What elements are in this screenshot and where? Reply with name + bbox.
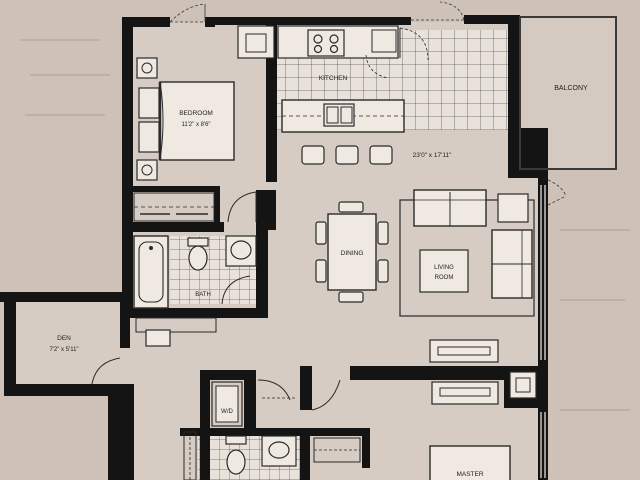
master-nightstand	[509, 371, 537, 399]
media-console	[429, 339, 499, 363]
bathroom	[133, 235, 257, 347]
bar-stool	[369, 145, 393, 165]
bedroom	[133, 57, 235, 222]
master-bed	[429, 445, 511, 480]
master-dresser	[431, 381, 499, 405]
bar-stool	[301, 145, 325, 165]
ensuite-bath	[183, 431, 361, 480]
bedroom-label: BEDROOM	[179, 110, 213, 117]
bedroom-top-door	[169, 3, 206, 23]
toilet	[187, 237, 209, 247]
kitchen-entry-door	[411, 1, 465, 21]
coffee-table	[419, 249, 469, 293]
bedroom-door	[227, 191, 257, 223]
kitchen-sink	[323, 103, 355, 127]
kitchen	[237, 25, 429, 165]
balcony-label: BALCONY	[554, 85, 588, 92]
laundry-closet	[211, 379, 341, 427]
nightstand	[136, 57, 158, 79]
side-table	[497, 193, 529, 223]
right-window	[540, 185, 546, 478]
walls	[0, 15, 548, 480]
balcony-door	[547, 179, 567, 206]
living-label-line2: ROOM	[435, 275, 454, 281]
living-label-line1: LIVING	[434, 265, 454, 271]
wd-label: W/D	[221, 409, 233, 415]
kitchen-label: KITCHEN	[319, 75, 348, 82]
kitchen-tile-floor-upper	[400, 30, 510, 60]
great-room-dims: 23'0" x 17'11"	[413, 152, 452, 159]
living-set	[399, 189, 537, 405]
nightstand	[136, 159, 158, 181]
den-door	[91, 357, 121, 385]
cooktop	[307, 29, 345, 57]
balcony	[519, 16, 617, 170]
dining-label: DINING	[341, 250, 364, 257]
bath-label: BATH	[195, 292, 211, 298]
dining-table	[327, 213, 377, 291]
paper-texture	[20, 39, 630, 411]
pillow	[138, 87, 160, 119]
refrigerator	[237, 25, 275, 59]
den-dims: 7'2" x 5'11"	[49, 347, 78, 353]
master-label: MASTER	[456, 471, 483, 478]
den-label: DEN	[57, 335, 71, 342]
bed	[159, 81, 235, 161]
pillow	[138, 121, 160, 153]
bedroom-dims: 11'2" x 8'6"	[181, 122, 210, 128]
dining-set	[315, 201, 389, 303]
bar-stool	[335, 145, 359, 165]
